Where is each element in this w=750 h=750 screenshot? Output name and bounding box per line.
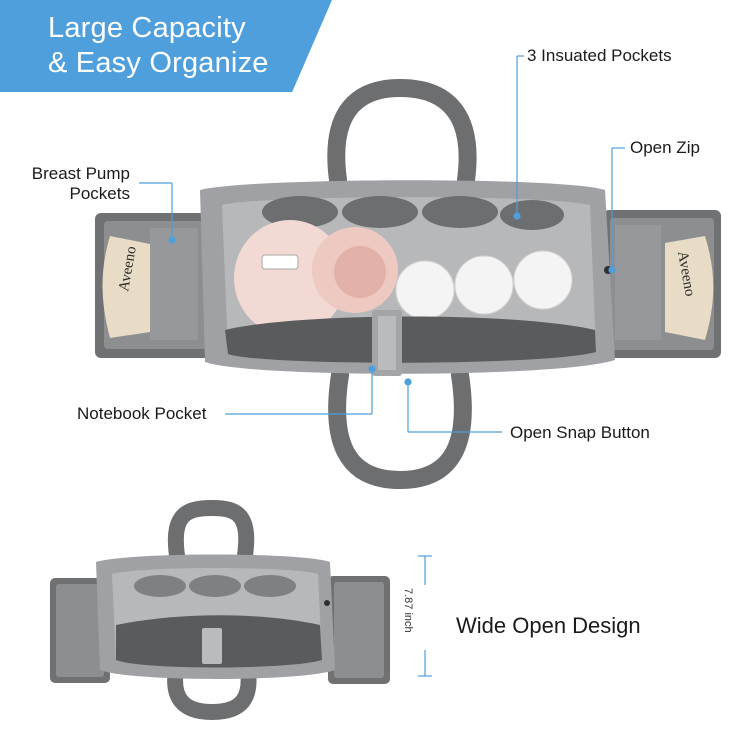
- top-bag-illustration: Aveeno Aveeno: [95, 78, 721, 490]
- height-measurement-label: 7.87 inch: [402, 588, 414, 633]
- notebook-pocket-callout: Notebook Pocket: [77, 404, 207, 423]
- height-measurement-bracket: [418, 555, 432, 677]
- right-product-brand: Aveeno: [674, 250, 698, 298]
- breast-pump-callout-line-1: Breast Pump: [31, 164, 130, 183]
- banner-title-line-2: & Easy Organize: [48, 47, 269, 79]
- open-snap-button-callout: Open Snap Button: [510, 423, 650, 442]
- left-product-brand: Aveeno: [116, 245, 140, 293]
- bottom-bag-illustration: [50, 499, 390, 721]
- open-zip-callout: Open Zip: [630, 138, 700, 157]
- title-banner: [0, 0, 332, 92]
- insulated-pockets-callout: 3 Insuated Pockets: [527, 46, 672, 65]
- wide-open-design-label: Wide Open Design: [456, 613, 641, 638]
- breast-pump-pockets-callout: Breast Pump Pockets: [30, 164, 130, 204]
- banner-title-line-1: Large Capacity: [48, 12, 246, 44]
- breast-pump-callout-line-2: Pockets: [69, 184, 130, 203]
- callout-lines: [139, 55, 625, 433]
